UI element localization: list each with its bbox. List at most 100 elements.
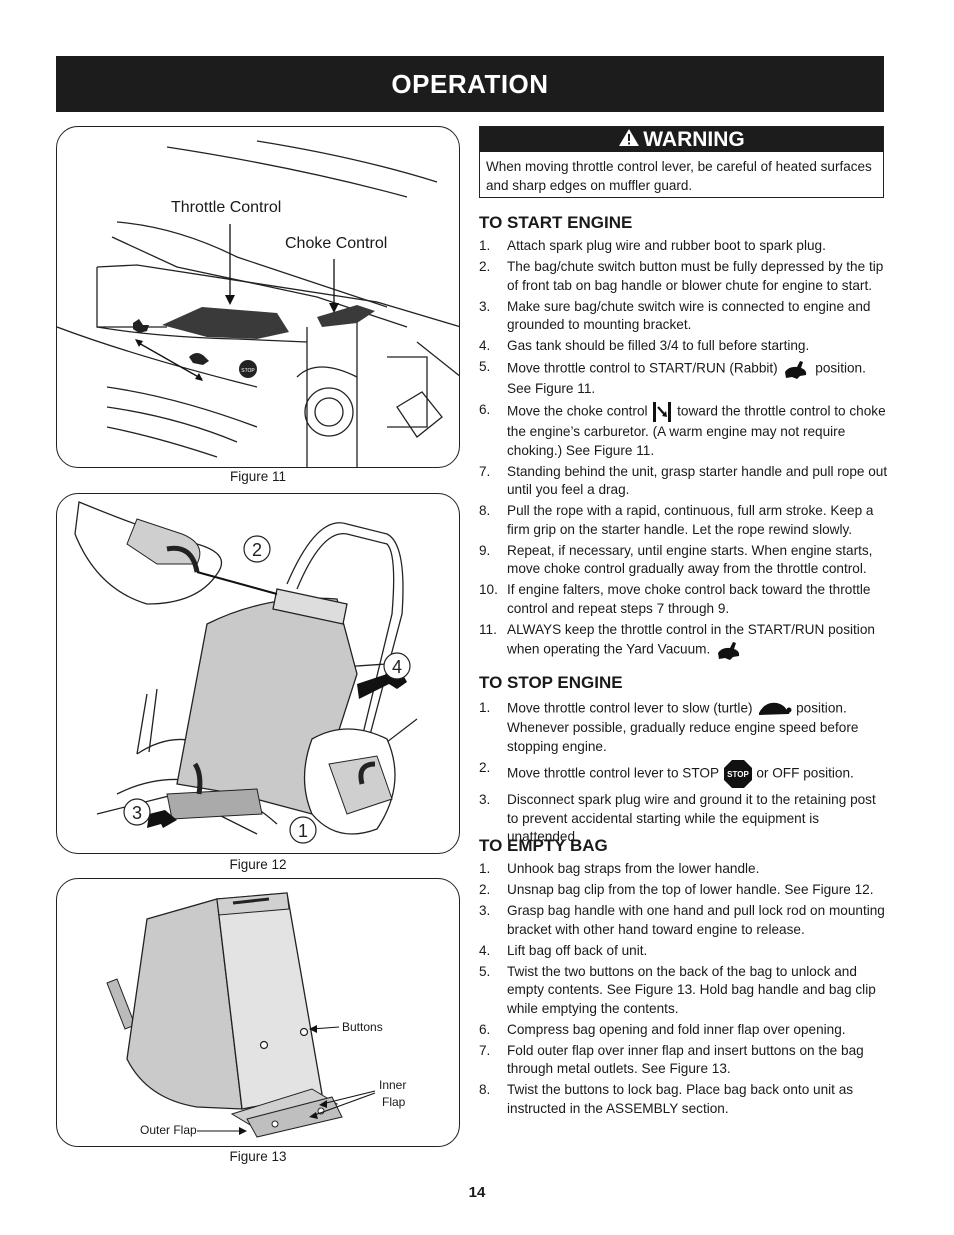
figure-13: Buttons Inner Flap Outer Flap	[56, 878, 460, 1147]
outer-flap-label: Outer Flap	[140, 1123, 197, 1137]
list-item-number: 5.	[479, 359, 491, 374]
callout-3: 3	[132, 803, 142, 823]
list-item-text: Attach spark plug wire and rubber boot t…	[507, 238, 826, 253]
list-item-text: or OFF position.	[756, 765, 854, 781]
choke-control-label: Choke Control	[285, 235, 388, 252]
empty-bag-title: TO EMPTY BAG	[479, 836, 608, 855]
warning-triangle-icon	[619, 129, 640, 146]
callout-2: 2	[252, 540, 262, 560]
list-item-number: 8.	[479, 1082, 491, 1097]
list-item-text: Standing behind the unit, grasp starter …	[507, 463, 888, 498]
list-item-text: Move throttle control to START/RUN (Rabb…	[507, 360, 778, 376]
list-item-text: Compress bag opening and fold inner flap…	[507, 1021, 846, 1037]
stop-icon-text: STOP	[727, 770, 749, 779]
warning-header: WARNING	[480, 127, 883, 152]
warning-box: WARNING When moving throttle control lev…	[479, 126, 884, 198]
list-item: 7. Fold outer flap over inner flap and in…	[479, 1042, 889, 1079]
list-item-text: position. Whenever possible, gradually r…	[507, 700, 859, 754]
empty-bag-list: 1. Unhook bag straps from the lower handl…	[479, 860, 889, 1121]
figure-12-caption: Figure 12	[229, 857, 287, 872]
list-item: 3. Disconnect spark plug wire and ground …	[479, 791, 889, 847]
list-item-text: Twist the two buttons on the back of the…	[507, 963, 876, 1016]
list-item-text: position. See Figure 11.	[507, 360, 866, 396]
list-item: 6. Move the choke control toward the thro…	[479, 401, 889, 460]
list-item-text: Move throttle control lever to slow (tur…	[507, 700, 753, 716]
list-item-text: Move throttle control lever to STOP	[507, 765, 719, 781]
list-item: 4. Gas tank should be filled 3/4 to full …	[479, 337, 889, 356]
figure-11: STOP Throttle Control Choke Control	[56, 126, 460, 468]
list-item-number: 8.	[479, 503, 491, 518]
list-item-text: toward the throttle control to choke the…	[507, 403, 886, 458]
list-item-number: 1.	[479, 700, 491, 715]
warning-text: When moving throttle control lever, be c…	[486, 159, 872, 193]
list-item-number: 7.	[479, 1042, 491, 1058]
list-item-number: 4.	[479, 338, 491, 353]
list-item: 11.ALWAYS keep the throttle control in t…	[479, 621, 889, 662]
figure-13-illustration	[106, 892, 376, 1138]
figure-12-illustration: 2 4 3 1	[74, 501, 418, 844]
list-item: 5. Move throttle control to START/RUN (Ra…	[479, 358, 889, 399]
section-title: OPERATION	[391, 69, 549, 99]
start-engine-title: TO START ENGINE	[479, 213, 633, 232]
list-item: 10. If engine falters, move choke control…	[479, 581, 889, 618]
list-item-text: Unhook bag straps from the lower handle.	[507, 861, 760, 876]
list-item: 6. Compress bag opening and fold inner fl…	[479, 1021, 889, 1040]
list-item-number: 5.	[479, 963, 491, 979]
stop-icon: STOP	[723, 759, 752, 788]
list-item-text: Grasp bag handle with one hand and pull …	[507, 903, 885, 937]
list-item-text: Move the choke control	[507, 403, 648, 419]
list-item-text: Fold outer flap over inner flap and inse…	[507, 1042, 864, 1077]
list-item-number: 6.	[479, 402, 491, 417]
list-item-number: 10.	[479, 582, 498, 597]
list-item-text: If engine falters, move choke control ba…	[507, 582, 871, 616]
list-item: 9.Repeat, if necessary, until engine sta…	[479, 542, 889, 579]
figure-11-caption: Figure 11	[229, 469, 287, 484]
list-item-number: 1.	[479, 238, 491, 253]
list-item-number: 3.	[479, 903, 491, 918]
list-item-number: 4.	[479, 942, 491, 958]
inner-flap-label-line2: Flap	[382, 1095, 406, 1109]
page-number: 14	[468, 1184, 486, 1201]
list-item: 8. Twist the buttons to lock bag. Place b…	[479, 1081, 889, 1118]
section-header-bar: OPERATION	[56, 56, 884, 112]
choke-icon	[653, 402, 672, 422]
list-item: 7. Standing behind the unit, grasp starte…	[479, 463, 889, 500]
list-item: 8. Pull the rope with a rapid, continuous…	[479, 502, 889, 539]
list-item-text: Gas tank should be filled 3/4 to full be…	[507, 338, 810, 353]
list-item-text: Pull the rope with a rapid, continuous, …	[507, 503, 874, 537]
list-item-number: 6.	[479, 1021, 491, 1037]
list-item-text: Twist the buttons to lock bag. Place bag…	[507, 1082, 854, 1116]
list-item-number: 2.	[479, 259, 491, 274]
list-item-text: Lift bag off back of unit.	[507, 942, 648, 958]
figure-13-caption: Figure 13	[229, 1149, 287, 1164]
inner-flap-label-line1: Inner	[379, 1078, 407, 1092]
rabbit-icon	[718, 642, 740, 660]
callout-4: 4	[392, 657, 402, 677]
list-item-number: 11.	[479, 621, 497, 637]
list-item-text: Make sure bag/chute switch wire is conne…	[507, 298, 871, 333]
warning-title: WARNING	[643, 128, 745, 151]
turtle-icon	[759, 702, 792, 715]
list-item-number: 2.	[479, 882, 491, 897]
list-item: 2. Unsnap bag clip from the top of lower …	[479, 881, 889, 900]
list-item-number: 2.	[479, 759, 491, 775]
list-item-text: Disconnect spark plug wire and ground it…	[507, 792, 876, 844]
list-item-number: 3.	[479, 792, 491, 807]
list-item-text: The bag/chute switch button must be full…	[507, 259, 884, 293]
list-item: 2. The bag/chute switch button must be fu…	[479, 258, 889, 295]
list-item: 3. Grasp bag handle with one hand and pul…	[479, 902, 889, 939]
list-item-number: 1.	[479, 861, 491, 876]
list-item-text: Unsnap bag clip from the top of lower ha…	[507, 882, 874, 897]
list-item: 1. Unhook bag straps from the lower handl…	[479, 860, 889, 879]
stop-engine-list: 1. Move throttle control lever to slow (t…	[479, 699, 889, 849]
list-item-number: 7.	[479, 463, 491, 479]
throttle-control-label: Throttle Control	[171, 199, 282, 216]
figure-11-illustration: STOP	[57, 140, 459, 467]
figure-12: 2 4 3 1	[56, 493, 460, 854]
stop-icon-text: STOP	[241, 368, 255, 374]
buttons-label: Buttons	[342, 1020, 383, 1034]
list-item: 3. Make sure bag/chute switch wire is con…	[479, 298, 889, 335]
list-item: 2. Move throttle control lever to STOP ST…	[479, 759, 889, 789]
list-item-number: 3.	[479, 298, 491, 314]
callout-1: 1	[298, 821, 308, 841]
